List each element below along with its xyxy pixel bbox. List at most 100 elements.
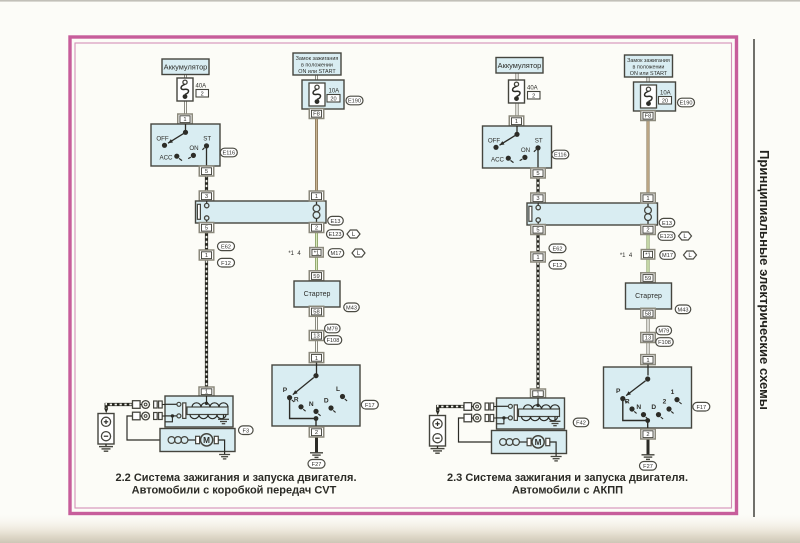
svg-text:Стартер: Стартер xyxy=(304,291,331,298)
svg-text:E190: E190 xyxy=(679,101,692,107)
svg-text:M: M xyxy=(203,436,210,445)
svg-text:L: L xyxy=(352,232,356,238)
svg-text:ST: ST xyxy=(203,135,211,142)
svg-text:ST: ST xyxy=(535,137,543,144)
svg-text:59: 59 xyxy=(645,276,651,282)
svg-text:2: 2 xyxy=(201,91,204,97)
svg-text:F27: F27 xyxy=(643,464,653,470)
svg-text:Аккумулятор: Аккумулятор xyxy=(164,62,208,71)
svg-text:F12: F12 xyxy=(221,261,231,267)
svg-text:E13: E13 xyxy=(331,219,341,225)
svg-text:E123: E123 xyxy=(328,232,341,238)
svg-text:M79: M79 xyxy=(658,329,669,335)
svg-text:ON или START: ON или START xyxy=(630,71,668,77)
svg-text:5: 5 xyxy=(205,226,208,232)
svg-text:59: 59 xyxy=(313,274,319,280)
svg-text:*1 4: *1 4 xyxy=(288,251,301,257)
svg-text:1: 1 xyxy=(183,117,186,123)
svg-text:2.2 Система зажигания и запуск: 2.2 Система зажигания и запуска двигател… xyxy=(116,472,357,484)
svg-text:58: 58 xyxy=(313,310,319,316)
svg-text:2: 2 xyxy=(315,430,318,436)
svg-text:E123: E123 xyxy=(660,234,673,240)
svg-text:в положении: в положении xyxy=(633,64,665,70)
svg-text:L: L xyxy=(688,253,692,259)
svg-text:F17: F17 xyxy=(696,405,706,411)
svg-text:1: 1 xyxy=(646,358,649,364)
svg-text:1: 1 xyxy=(646,196,649,202)
svg-text:F17: F17 xyxy=(365,403,375,409)
svg-text:40A: 40A xyxy=(527,86,538,92)
svg-text:M43: M43 xyxy=(346,305,357,311)
svg-text:Принципиальные электрические с: Принципиальные электрические схемы xyxy=(757,150,772,410)
svg-text:1: 1 xyxy=(315,356,318,362)
svg-text:Аккумулятор: Аккумулятор xyxy=(498,61,542,70)
svg-text:F108: F108 xyxy=(327,338,340,344)
svg-text:1: 1 xyxy=(671,389,675,396)
svg-text:F8: F8 xyxy=(645,114,652,120)
svg-text:E13: E13 xyxy=(662,221,672,227)
svg-text:F42: F42 xyxy=(576,421,586,427)
svg-text:ON: ON xyxy=(189,145,198,152)
svg-text:M17: M17 xyxy=(662,253,673,259)
svg-text:L: L xyxy=(683,234,687,240)
svg-text:ACC: ACC xyxy=(491,156,505,163)
svg-text:E116: E116 xyxy=(554,153,567,159)
svg-text:1: 1 xyxy=(536,255,539,261)
svg-text:D: D xyxy=(651,404,656,411)
svg-text:20: 20 xyxy=(330,96,336,102)
svg-text:E190: E190 xyxy=(348,99,361,105)
svg-text:1: 1 xyxy=(205,390,208,396)
svg-text:F27: F27 xyxy=(312,462,322,468)
svg-text:F12: F12 xyxy=(553,263,563,269)
svg-text:E62: E62 xyxy=(553,246,563,252)
svg-text:1: 1 xyxy=(515,119,518,125)
svg-text:5: 5 xyxy=(536,228,539,234)
svg-text:L: L xyxy=(336,386,340,393)
svg-text:3: 3 xyxy=(205,194,208,200)
svg-text:OFF: OFF xyxy=(488,137,501,144)
svg-text:2: 2 xyxy=(646,228,649,234)
svg-text:13: 13 xyxy=(645,336,651,342)
svg-text:2: 2 xyxy=(663,399,667,406)
svg-text:5: 5 xyxy=(536,171,539,177)
svg-text:3: 3 xyxy=(536,196,539,202)
svg-text:M: M xyxy=(535,438,542,447)
svg-text:R: R xyxy=(625,399,630,406)
svg-text:N: N xyxy=(309,401,314,408)
svg-text:в положении: в положении xyxy=(301,62,333,68)
svg-text:M43: M43 xyxy=(678,307,689,313)
svg-text:R: R xyxy=(294,396,299,403)
svg-text:F8: F8 xyxy=(313,112,320,118)
svg-text:ON: ON xyxy=(521,147,530,154)
svg-text:5: 5 xyxy=(205,169,208,175)
svg-text:Автомобили с АКПП: Автомобили с АКПП xyxy=(512,485,623,497)
svg-text:E62: E62 xyxy=(221,244,231,250)
svg-text:1: 1 xyxy=(536,392,539,398)
svg-text:ACC: ACC xyxy=(159,154,173,161)
svg-text:2: 2 xyxy=(532,93,535,99)
svg-text:M79: M79 xyxy=(327,327,338,333)
svg-text:*1: *1 xyxy=(645,253,650,259)
svg-text:L: L xyxy=(357,251,361,257)
svg-text:OFF: OFF xyxy=(156,135,169,142)
svg-text:F108: F108 xyxy=(658,340,671,346)
svg-text:P: P xyxy=(283,387,288,394)
svg-text:D: D xyxy=(324,398,329,405)
svg-text:58: 58 xyxy=(645,312,651,318)
svg-text:*1 4: *1 4 xyxy=(620,253,633,259)
svg-text:E116: E116 xyxy=(222,151,235,157)
svg-text:10A: 10A xyxy=(660,91,671,97)
svg-text:Стартер: Стартер xyxy=(635,293,662,300)
svg-text:M17: M17 xyxy=(331,251,342,257)
svg-text:P: P xyxy=(616,388,621,395)
svg-text:Замок зажигания: Замок зажигания xyxy=(627,58,670,64)
svg-text:2: 2 xyxy=(315,226,318,232)
svg-text:1: 1 xyxy=(205,253,208,259)
svg-text:Автомобили с коробкой передач: Автомобили с коробкой передач CVT xyxy=(132,485,337,497)
svg-text:10A: 10A xyxy=(329,89,340,95)
svg-text:1: 1 xyxy=(315,194,318,200)
svg-text:2.3 Система зажигания и запуск: 2.3 Система зажигания и запуска двигател… xyxy=(447,472,688,484)
svg-text:13: 13 xyxy=(313,334,319,340)
svg-text:40A: 40A xyxy=(196,84,207,90)
svg-text:F3: F3 xyxy=(243,428,250,434)
